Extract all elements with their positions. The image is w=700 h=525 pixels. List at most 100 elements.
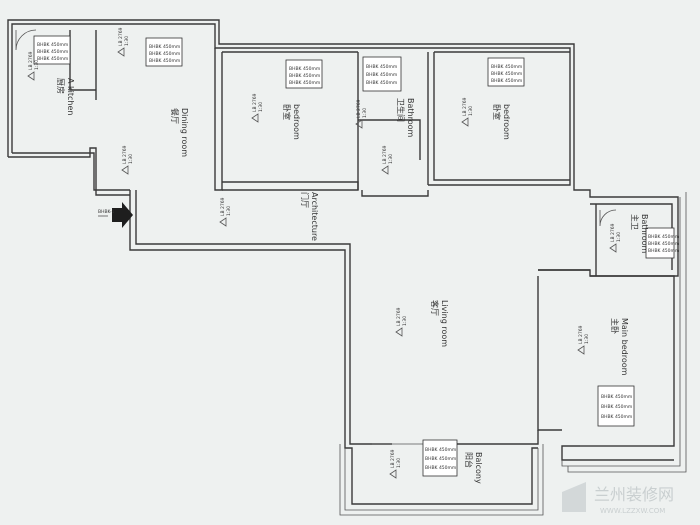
ceiling-scale: 1:30 bbox=[402, 316, 408, 326]
ceiling-marker-bedroom2: LB 2769 1:30 bbox=[461, 97, 474, 127]
label-bedroom2: 卧室 bedroom bbox=[492, 104, 511, 140]
spec-box-master: BHBK 450mm BHBK 450mm BHBK 450mm bbox=[597, 385, 635, 427]
ceiling-scale: 1:30 bbox=[616, 232, 622, 242]
ceiling-marker-balcony: LB 2769 1:30 bbox=[389, 449, 402, 479]
ceiling-scale: 1:30 bbox=[584, 334, 590, 344]
spec-line: BHBK 450mm bbox=[601, 404, 632, 410]
spec-line: BHBK 450mm bbox=[648, 248, 679, 254]
spec-line: BHBK 450mm bbox=[149, 51, 180, 57]
spec-line: BHBK 450mm bbox=[491, 71, 522, 77]
spec-line: BHBK 450mm bbox=[149, 58, 180, 64]
label-balcony: 阳台 Balcony bbox=[464, 452, 483, 484]
spec-box-bedroom2: BHBK 450mm BHBK 450mm BHBK 450mm bbox=[487, 57, 525, 87]
watermark-cn: 兰州装修网 bbox=[594, 485, 674, 504]
spec-line: BHBK 450mm bbox=[425, 456, 456, 462]
spec-line: BHBK 450mm bbox=[37, 42, 68, 48]
room-name-cn: 主卫 bbox=[630, 214, 640, 230]
ceiling-marker-dining: LB 2769 1:30 bbox=[117, 27, 130, 57]
entrance-arrow-icon bbox=[112, 202, 133, 228]
room-name-cn: 卧室 bbox=[492, 104, 502, 120]
room-name-en: Bathroom bbox=[406, 98, 415, 138]
spec-box-balcony: BHBK 450mm BHBK 450mm BHBK 450mm bbox=[422, 439, 458, 477]
ceiling-marker-bedroom1: LB 2769 1:30 bbox=[251, 93, 264, 123]
spec-line: BHBK 450mm bbox=[37, 49, 68, 55]
label-bath2: 主卫 Bathroom bbox=[630, 214, 649, 254]
ceiling-marker-bath1: LB 2769 1:30 bbox=[355, 99, 368, 129]
ceiling-scale: 1:30 bbox=[128, 154, 134, 164]
ceiling-height: LB 2769 bbox=[382, 145, 388, 164]
room-name-en: bedroom bbox=[292, 104, 301, 140]
outer-walls bbox=[7, 19, 679, 505]
room-name-en: Architecture bbox=[310, 192, 319, 241]
ceiling-marker-living: LB 2769 1:30 bbox=[395, 307, 408, 337]
ceiling-height: LB 2769 bbox=[578, 325, 584, 344]
spec-box-kitchen: BHBK 450mm BHBK 450mm BHBK 450mm bbox=[33, 35, 71, 65]
ceiling-height: LB 2769 bbox=[118, 27, 124, 46]
spec-line: BHBK 450mm bbox=[366, 64, 397, 70]
room-name-en: Dining room bbox=[180, 108, 189, 157]
spec-line: BHBK 450mm bbox=[366, 72, 397, 78]
room-name-cn: 门厅 bbox=[300, 192, 310, 208]
ceiling-height: LB 2769 bbox=[610, 223, 616, 242]
spec-line: BHBK 450mm bbox=[425, 465, 456, 471]
ceiling-height: LB 2769 bbox=[220, 197, 226, 216]
spec-line: BHBK 450mm bbox=[149, 44, 180, 50]
spec-line: BHBK 450mm bbox=[289, 66, 320, 72]
ceiling-height: LB 2769 bbox=[356, 99, 362, 118]
watermark-url: WWW.LZZXW.COM bbox=[600, 507, 665, 515]
label-kitchen: 厨房 A kitchen bbox=[56, 78, 75, 115]
watermark: 兰州装修网 WWW.LZZXW.COM bbox=[562, 482, 674, 515]
ceiling-marker-bath2: LB 2769 1:30 bbox=[609, 223, 622, 253]
room-name-en: Main bedroom bbox=[620, 318, 629, 376]
label-entry: 门厅 Architecture bbox=[300, 192, 319, 241]
room-name-cn: 阳台 bbox=[464, 452, 474, 468]
label-bedroom1: 卧室 bedroom bbox=[282, 104, 301, 140]
spec-box-bath1: BHBK 450mm BHBK 450mm BHBK 450mm bbox=[362, 56, 402, 92]
room-name-cn: 厨房 bbox=[56, 78, 66, 94]
ceiling-marker-dining-2: LB 2769 1:30 bbox=[121, 145, 134, 175]
ceiling-scale: 1:30 bbox=[362, 108, 368, 118]
room-name-cn: 卧室 bbox=[282, 104, 292, 120]
ceiling-scale: 1:30 bbox=[388, 154, 394, 164]
ceiling-height: LB 2769 bbox=[462, 97, 468, 116]
balcony-railings bbox=[339, 192, 687, 516]
ceiling-scale: 1:30 bbox=[124, 36, 130, 46]
room-name-en: A kitchen bbox=[66, 78, 75, 115]
ceiling-marker-master: LB 2769 1:30 bbox=[577, 325, 590, 355]
ceiling-scale: 1:30 bbox=[226, 206, 232, 216]
entrance-tag-label: BHBK-1 bbox=[98, 209, 115, 215]
ceiling-height: LB 2769 bbox=[28, 51, 34, 70]
spec-line: BHBK 450mm bbox=[648, 241, 679, 247]
ceiling-scale: 1:30 bbox=[258, 102, 264, 112]
label-master: 主卧 Main bedroom bbox=[610, 318, 629, 376]
room-name-cn: 主卧 bbox=[610, 318, 620, 334]
ceiling-height: LB 2769 bbox=[122, 145, 128, 164]
room-name-en: bedroom bbox=[502, 104, 511, 140]
ceiling-height: LB 2769 bbox=[396, 307, 402, 326]
room-name-en: Balcony bbox=[474, 452, 483, 484]
ceiling-marker-entry: LB 2769 1:30 bbox=[219, 197, 232, 227]
label-living: 客厅 Living room bbox=[430, 300, 449, 347]
ceiling-marker-bath1-2: LB 2769 1:30 bbox=[381, 145, 394, 175]
room-name-en: Bathroom bbox=[640, 214, 649, 254]
ceiling-marker-kitchen: LB 2769 1:30 bbox=[27, 51, 40, 81]
spec-line: BHBK 450mm bbox=[601, 394, 632, 400]
spec-line: BHBK 450mm bbox=[425, 447, 456, 453]
spec-line: BHBK 450mm bbox=[289, 80, 320, 86]
room-name-cn: 卫生间 bbox=[396, 98, 406, 122]
room-name-cn: 餐厅 bbox=[170, 108, 179, 124]
ceiling-height: LB 2769 bbox=[252, 93, 258, 112]
spec-line: BHBK 450mm bbox=[366, 80, 397, 86]
spec-line: BHBK 450mm bbox=[37, 56, 68, 62]
spec-line: BHBK 450mm bbox=[601, 414, 632, 420]
spec-line: BHBK 450mm bbox=[648, 234, 679, 240]
ceiling-scale: 1:30 bbox=[34, 60, 40, 70]
ceiling-scale: 1:30 bbox=[396, 458, 402, 468]
ceiling-scale: 1:30 bbox=[468, 106, 474, 116]
label-bath1: 卫生间 Bathroom bbox=[396, 98, 415, 138]
ceiling-height: LB 2769 bbox=[390, 449, 396, 468]
entrance-tag: BHBK-1 bbox=[98, 209, 115, 217]
label-dining: 餐厅 Dining room bbox=[170, 108, 189, 157]
door-swings bbox=[15, 29, 660, 447]
